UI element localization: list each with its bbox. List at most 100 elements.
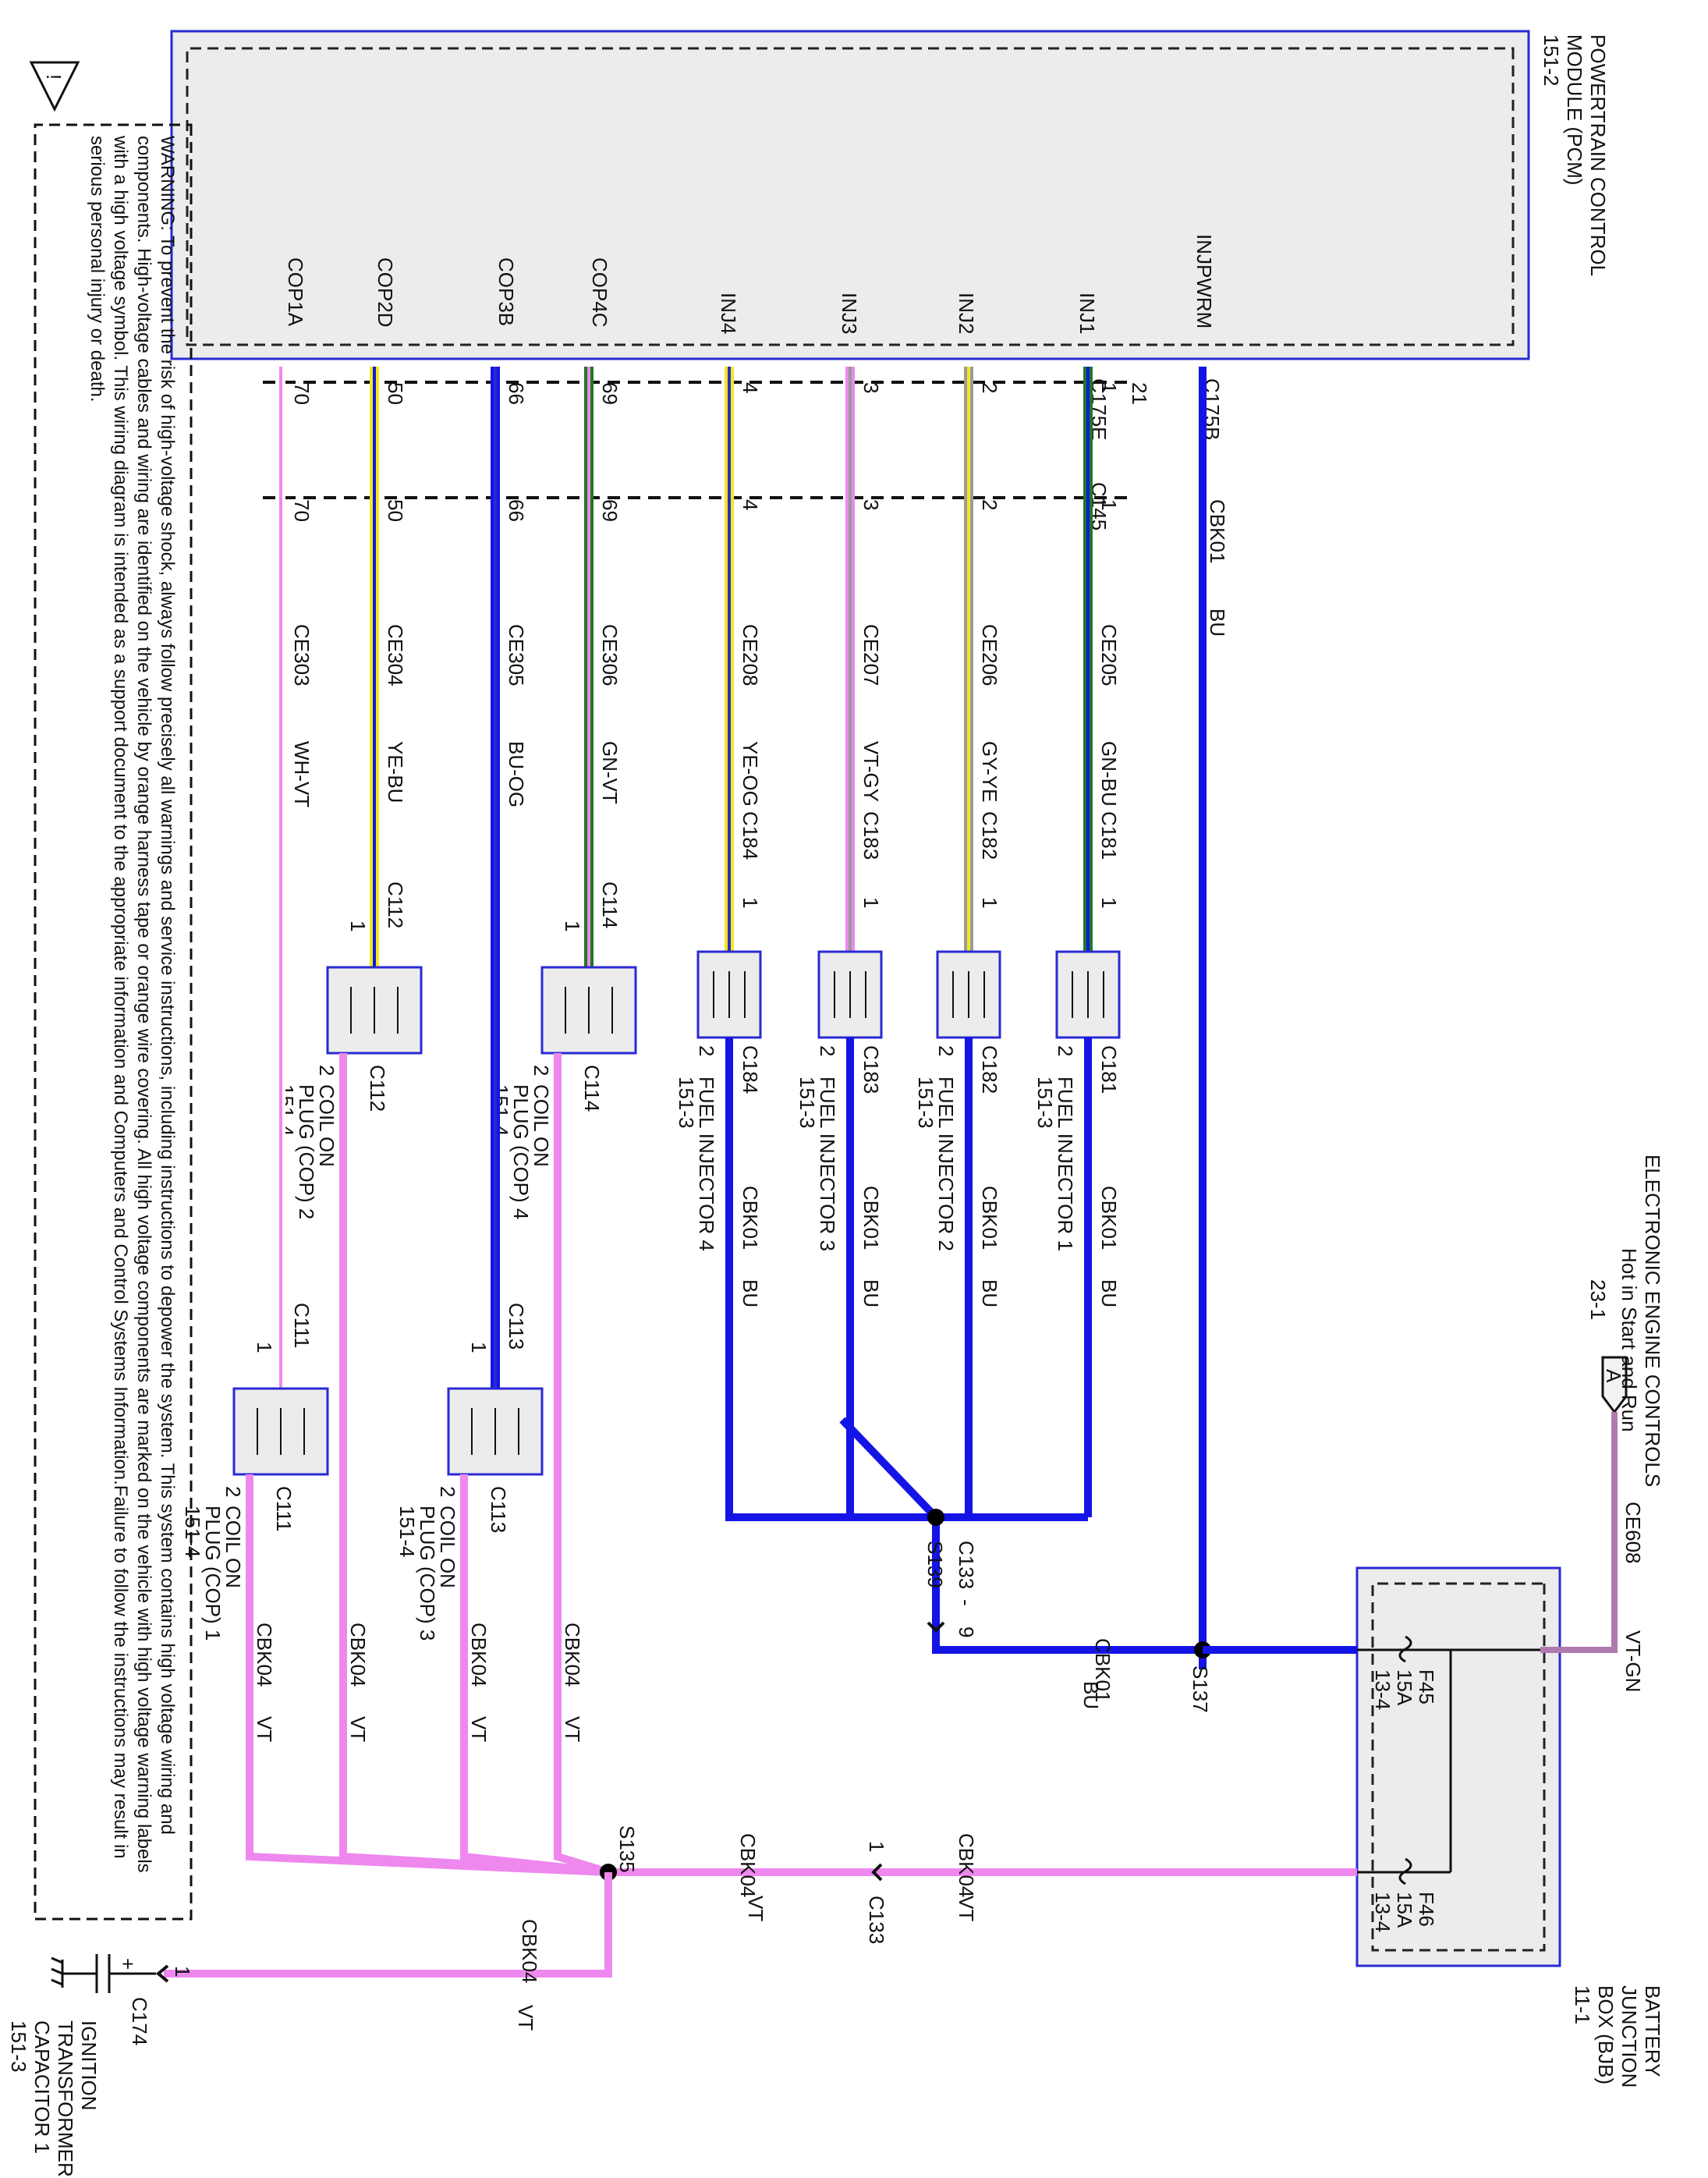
injector-out-color: BU xyxy=(859,1279,883,1307)
bu-bus-color: BU xyxy=(1079,1681,1103,1709)
capacitor-circuit: CBK04 xyxy=(518,1919,541,1983)
injector-pin-c145: 1 xyxy=(1097,499,1121,510)
injector3-return-jog xyxy=(839,1417,939,1520)
pcm-pin-injpwrm: INJPWRM xyxy=(1192,234,1216,328)
injector-pin-c175e: 3 xyxy=(859,382,883,393)
cop-name-line1: COIL ON xyxy=(221,1506,245,1588)
injector-pin-2: 2 xyxy=(1054,1045,1077,1056)
warning-box-border xyxy=(34,123,193,1921)
capacitor-feed-wire xyxy=(164,1872,612,1978)
c133-1-arrow-icon xyxy=(871,1863,883,1882)
warning-mark: ! xyxy=(42,74,66,80)
ce608-circuit: CE608 xyxy=(1621,1502,1645,1564)
pcm-module-inner-border xyxy=(186,47,1515,346)
injector-pin-c145: 3 xyxy=(859,499,883,510)
injector-pin-c175e: 1 xyxy=(1097,382,1121,393)
injector-pin-2: 2 xyxy=(695,1045,718,1056)
injector-conn-in: C181 xyxy=(1097,811,1121,860)
c133-9-label: C133 xyxy=(955,1541,978,1589)
warning-triangle-icon xyxy=(29,61,80,112)
eec-ref: 23-1 xyxy=(1586,1279,1610,1320)
capacitor-color: VT xyxy=(514,2005,537,2031)
bjb-title-line1: BATTERY xyxy=(1641,1985,1664,2077)
cop-conn-in: C113 xyxy=(505,1303,528,1350)
pcm-module-box xyxy=(170,30,1530,360)
injector-circuit: CE208 xyxy=(739,624,762,686)
cop-color: YE-BU xyxy=(384,741,407,803)
coil-winding-glyph xyxy=(471,1408,519,1455)
injector-circuit: CE206 xyxy=(978,624,1001,686)
cop-pin-2: 2 xyxy=(315,1065,338,1076)
c175b-pin-21: 21 xyxy=(1128,382,1151,405)
cop-out-circuit: CBK04 xyxy=(561,1623,584,1687)
cop-name-line2: PLUG (COP) 4 xyxy=(509,1084,533,1219)
cop-conn-in: C111 xyxy=(290,1303,314,1348)
injector-conn-in: C183 xyxy=(859,811,883,860)
vt-bus-group: S135 1 C133 CBK04 VT CBK04 VT xyxy=(600,1825,1092,1944)
c174-arrow-icon xyxy=(155,1964,169,1983)
injector-ref: 151-3 xyxy=(796,1077,819,1129)
cop-name-line1: COIL ON xyxy=(436,1506,459,1588)
cop-pin-2: 2 xyxy=(530,1065,553,1076)
coil-winding-glyph xyxy=(257,1408,305,1455)
pcm-pin-cop1a: COP1A xyxy=(284,257,307,327)
injector-pin-2: 2 xyxy=(934,1045,958,1056)
injector-ref: 151-3 xyxy=(1033,1077,1057,1129)
capacitor-plus: + xyxy=(116,1958,140,1970)
injector-coil-glyph xyxy=(713,971,746,1018)
injector-pin-c175e: 4 xyxy=(739,382,762,393)
c133-9-pin: 9 xyxy=(955,1626,978,1637)
injector-name: FUEL INJECTOR 1 xyxy=(1054,1077,1077,1251)
cop-pin-c175e: 70 xyxy=(290,382,314,405)
c133-9-dash: - xyxy=(955,1599,978,1606)
injector-out-color: BU xyxy=(739,1279,762,1307)
cop-out-color: VT xyxy=(561,1716,584,1742)
cop-out-circuit: CBK04 xyxy=(467,1623,491,1687)
capacitor-line1: IGNITION xyxy=(77,2020,101,2111)
capacitor-line3: CAPACITOR 1 xyxy=(30,2020,54,2154)
injector-conn-out: C183 xyxy=(859,1045,883,1094)
injector-color: YE-OG xyxy=(739,741,762,807)
cop-name-line1: COIL ON xyxy=(315,1084,338,1167)
cop-color: BU-OG xyxy=(505,741,528,807)
injector-pin-1: 1 xyxy=(1097,897,1121,908)
battery-junction-box: F45 15A 13-4 F46 15A 13-4 BATTERY JUNCTI… xyxy=(1092,1566,1664,2088)
coil-winding-glyph xyxy=(350,987,399,1034)
c133-9-arrow-icon xyxy=(927,1621,945,1633)
injector-pin-1: 1 xyxy=(978,897,1001,908)
injector-pin-2: 2 xyxy=(816,1045,839,1056)
bjb-inner-border xyxy=(1371,1582,1546,1952)
cop-pin-1: 1 xyxy=(467,1342,491,1353)
injector-out-color: BU xyxy=(1097,1279,1121,1307)
capacitor-line2: TRANSFORMER xyxy=(54,2020,77,2177)
splice-s135-label: S135 xyxy=(615,1825,639,1873)
fuse-f46-name: F46 xyxy=(1415,1892,1438,1927)
injpwr-color: BU xyxy=(1206,608,1229,637)
warning-text: WARNING: To prevent the risk of high-vol… xyxy=(87,136,178,1873)
cop-circuit: CE303 xyxy=(290,624,314,686)
splice-s139-label: S139 xyxy=(923,1541,947,1588)
injector-pin-1: 1 xyxy=(859,897,883,908)
injector-out-circuit: CBK01 xyxy=(739,1186,762,1250)
injector-coil-glyph xyxy=(1072,971,1104,1018)
cop-out-color: VT xyxy=(467,1716,491,1742)
cop-color: GN-VT xyxy=(598,741,622,804)
cop-conn-in: C112 xyxy=(384,881,407,928)
fuse-f46-ref: 13-4 xyxy=(1371,1892,1394,1932)
bjb-box xyxy=(1355,1566,1561,1967)
pcm-pin-inj4: INJ4 xyxy=(717,293,740,334)
s139-to-s137-wire xyxy=(932,1517,1203,1654)
pcm-pin-inj1: INJ1 xyxy=(1075,293,1099,334)
injector-coil-glyph xyxy=(952,971,985,1018)
cop-color: WH-VT xyxy=(290,741,314,807)
fuse-f46-rating: 15A xyxy=(1393,1892,1416,1928)
cop-out-circuit: CBK04 xyxy=(346,1623,370,1687)
eec-subtitle: Hot in Start and Run xyxy=(1618,1248,1641,1432)
injector-pin-1: 1 xyxy=(739,897,762,908)
